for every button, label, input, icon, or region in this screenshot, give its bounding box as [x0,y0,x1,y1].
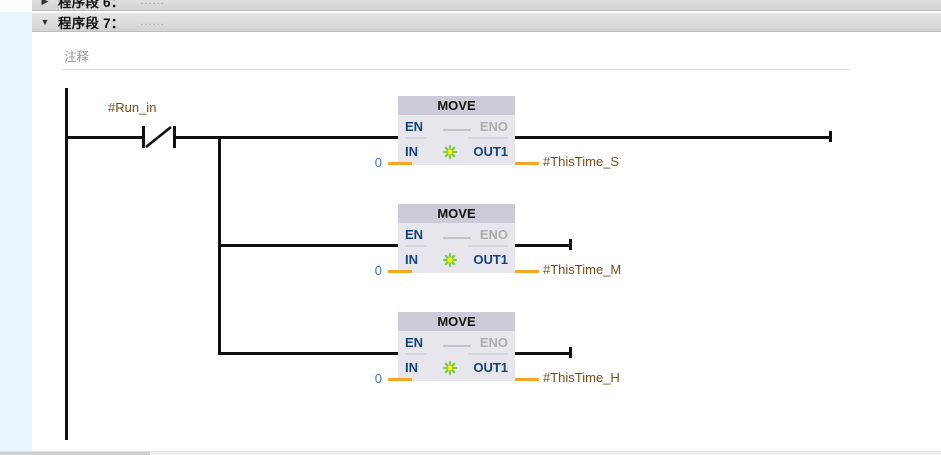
contact-operand-label[interactable]: #Run_in [108,100,157,115]
network-title-current: 程序段 7： [58,16,125,31]
move-block-1-in-row: IN OUT1 [398,140,515,165]
rung-3-output-wire [515,352,572,355]
move-block-3-eno-underline [468,353,508,355]
rung-1-terminator [829,131,832,142]
move-block-2-input-wire [388,270,412,273]
move-block-3-en-pin[interactable]: EN [405,335,424,350]
network-comment-placeholder-previous[interactable]: ...... [140,0,165,7]
wire-contact-to-branch [173,136,409,139]
move-block-1-eno-pin[interactable]: ENO [479,119,508,134]
network-comment-placeholder-text: 注释 [64,50,90,64]
move-block-1-divider [443,129,471,131]
rung-3-terminator [569,347,572,358]
move-block-2-in-pin[interactable]: IN [405,252,418,267]
move-block-2-title: MOVE [398,204,515,223]
move-block-3-output-operand[interactable]: #ThisTime_H [543,370,620,385]
move-block-1-input-wire [388,162,412,165]
contact-negation-slash [145,126,172,148]
wire-branch-to-move-3 [218,352,409,355]
move-block-3-divider [443,345,471,347]
move-block-1-title: MOVE [398,96,515,115]
move-block-2-out-pin[interactable]: OUT1 [473,252,508,267]
move-block-3-en-underline [405,353,427,355]
move-block-1-output-operand[interactable]: #ThisTime_S [543,154,620,169]
move-block-2-input-value[interactable]: 0 [374,263,382,278]
move-block-3-en-row: EN ENO [398,331,515,356]
move-block-1[interactable]: MOVE EN ENO IN OUT1 [398,96,515,165]
move-block-1-en-row: EN ENO [398,115,515,140]
left-gutter [0,0,32,455]
move-block-1-en-pin[interactable]: EN [405,119,424,134]
move-block-2-en-row: EN ENO [398,223,515,248]
rung-2-output-wire [515,244,572,247]
move-block-1-output-wire [515,162,539,165]
move-block-3-title: MOVE [398,312,515,331]
move-block-2-divider [443,237,471,239]
move-block-2-in-row: IN OUT1 [398,248,515,273]
move-block-1-eno-underline [468,137,508,139]
network-title-previous: 程序段 6： [58,0,125,10]
move-block-2-en-underline [405,245,427,247]
asterisk-icon [442,252,458,268]
move-block-3-input-wire [388,378,412,381]
move-block-3-out-pin[interactable]: OUT1 [473,360,508,375]
move-block-1-out-pin[interactable]: OUT1 [473,144,508,159]
move-block-3-in-row: IN OUT1 [398,356,515,381]
network-comment-field[interactable]: 注释 [62,46,850,70]
ladder-canvas[interactable]: #Run_in MOVE EN ENO IN OUT1 [32,80,941,455]
asterisk-icon [442,144,458,160]
move-block-2-output-wire [515,270,539,273]
move-block-1-input-value[interactable]: 0 [374,155,382,170]
network-comment-placeholder-current[interactable]: ...... [140,16,165,28]
move-block-2-eno-pin[interactable]: ENO [479,227,508,242]
rung-2-terminator [569,239,572,250]
move-block-3[interactable]: MOVE EN ENO IN OUT1 [398,312,515,381]
rung-1-output-wire [515,136,832,139]
network-header-previous[interactable]: ▶ 程序段 6： ...... [32,0,941,11]
contact-left-bar [142,126,145,148]
move-block-2[interactable]: MOVE EN ENO IN OUT1 [398,204,515,273]
horizontal-scrollbar[interactable] [0,451,941,455]
network-header-current[interactable]: ▼ 程序段 7： ...... [32,13,941,32]
move-block-3-input-value[interactable]: 0 [374,371,382,386]
chevron-down-icon[interactable]: ▼ [40,16,50,27]
move-block-1-in-pin[interactable]: IN [405,144,418,159]
power-rail [65,88,68,440]
wire-branch-to-move-2 [218,244,409,247]
move-block-2-en-pin[interactable]: EN [405,227,424,242]
move-block-3-eno-pin[interactable]: ENO [479,335,508,350]
chevron-right-icon[interactable]: ▶ [41,0,49,6]
move-block-2-output-operand[interactable]: #ThisTime_M [543,262,622,277]
move-block-2-eno-underline [468,245,508,247]
horizontal-scrollbar-thumb[interactable] [0,452,150,455]
move-block-3-output-wire [515,378,539,381]
asterisk-icon [442,360,458,376]
move-block-1-en-underline [405,137,427,139]
move-block-3-in-pin[interactable]: IN [405,360,418,375]
contact-normally-closed[interactable] [142,126,176,148]
left-gutter-top-spacer [0,0,32,12]
wire-rail-to-contact [66,136,142,139]
